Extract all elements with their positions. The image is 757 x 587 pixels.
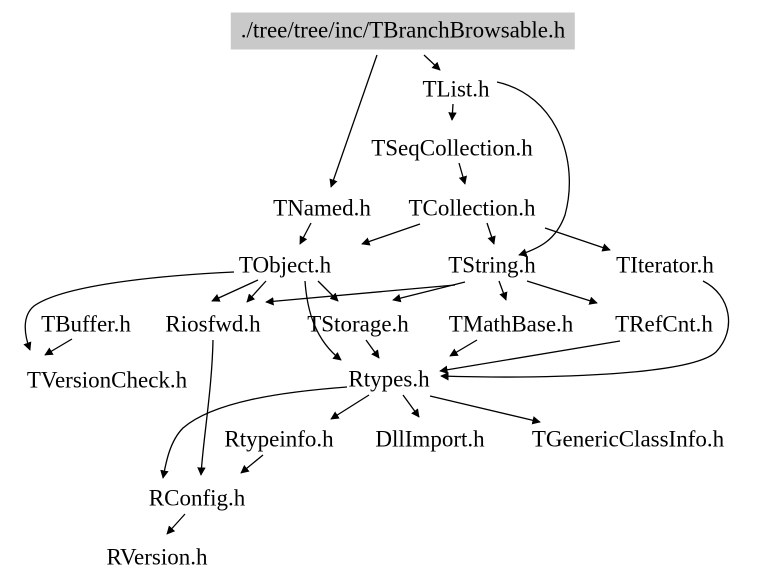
node-trefcnt[interactable]: TRefCnt.h	[615, 311, 713, 337]
edge-riosfwd-rconfig	[197, 339, 214, 476]
edge-tcoll-tstring	[486, 222, 496, 245]
node-tlist[interactable]: TList.h	[422, 76, 490, 102]
node-titerator[interactable]: TIterator.h	[616, 252, 714, 278]
edge-tstring-trefcnt	[526, 280, 598, 305]
edge-rtypes-tgeneric	[429, 395, 541, 425]
node-tstorage[interactable]: TStorage.h	[307, 311, 409, 337]
node-rtypes[interactable]: Rtypes.h	[348, 366, 430, 392]
edge-tobject-tversion	[23, 271, 235, 351]
edge-tstring-tmathbase	[498, 280, 508, 301]
edge-tnamed-tobject	[299, 222, 312, 245]
edge-tcoll-titerator	[544, 227, 611, 252]
edge-tbuffer-tversion	[44, 338, 73, 356]
node-rtypeinfo[interactable]: Rtypeinfo.h	[224, 426, 334, 452]
node-riosfwd[interactable]: Riosfwd.h	[165, 311, 261, 337]
edge-tlist-tseq	[448, 103, 457, 121]
node-rversion[interactable]: RVersion.h	[106, 544, 208, 570]
edge-tstorage-rtypes	[365, 339, 380, 359]
edge-rtypes-rconfig	[160, 386, 348, 479]
edge-tobject-riosfwd	[246, 280, 267, 303]
edge-titerator-rtypes	[440, 280, 730, 381]
node-tnamed[interactable]: TNamed.h	[273, 195, 371, 221]
node-dllimport[interactable]: DllImport.h	[375, 426, 485, 452]
edge-tseq-tcoll	[458, 162, 467, 185]
node-tgenericclassinfo[interactable]: TGenericClassInfo.h	[531, 426, 725, 452]
edge-tobject-tstorage	[317, 280, 339, 302]
node-root[interactable]: ./tree/tree/inc/TBranchBrowsable.h	[230, 12, 576, 50]
edge-rtypeinfo-rconfig	[240, 454, 264, 474]
edge-tobject-rtypes	[304, 280, 342, 361]
node-tobject[interactable]: TObject.h	[238, 252, 332, 278]
edge-tstring-tobject	[265, 284, 456, 306]
edge-tlist-tstring	[496, 81, 570, 257]
edge-rtypes-rtypeinfo	[330, 394, 370, 420]
edge-tobject-tbuffer	[211, 279, 259, 302]
edge-root-tlist	[423, 54, 441, 71]
node-tversioncheck[interactable]: TVersionCheck.h	[26, 367, 188, 393]
edge-trefcnt-rtypes	[439, 340, 621, 374]
node-tbuffer[interactable]: TBuffer.h	[41, 311, 131, 337]
node-tcollection[interactable]: TCollection.h	[408, 195, 536, 221]
edge-rtypes-dllimport	[402, 394, 420, 418]
node-tstring[interactable]: TString.h	[448, 252, 536, 278]
edge-tmathbase-rtypes	[449, 339, 478, 357]
node-tmathbase[interactable]: TMathBase.h	[448, 311, 574, 337]
edge-tstring-tstorage	[392, 281, 466, 303]
node-rconfig[interactable]: RConfig.h	[148, 485, 246, 511]
edge-rconfig-rversion	[166, 513, 186, 535]
edge-tcoll-tobject	[361, 223, 421, 246]
edge-root-tnamed	[329, 54, 378, 188]
node-tseqcollection[interactable]: TSeqCollection.h	[371, 135, 533, 161]
